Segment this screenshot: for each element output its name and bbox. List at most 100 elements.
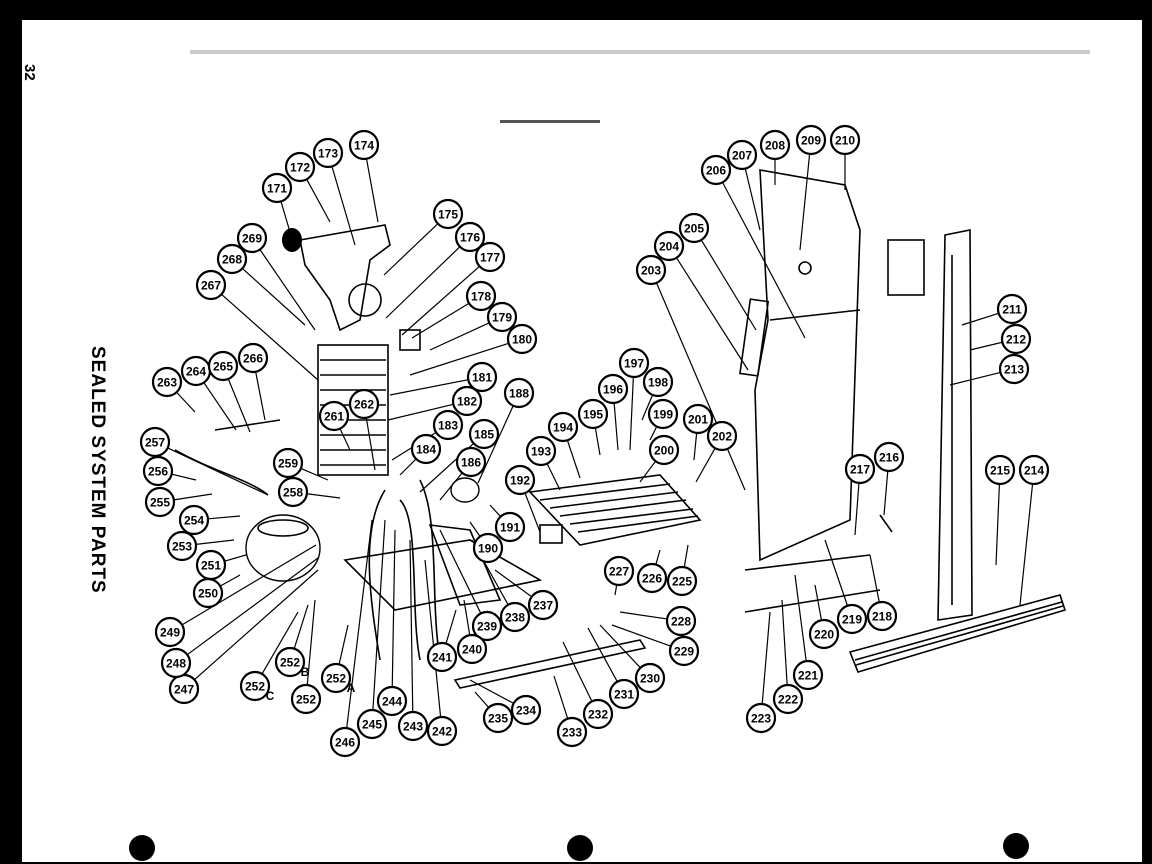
- callout-number: 248: [166, 657, 186, 671]
- leader-line-229: [611, 624, 672, 647]
- callout-number: 178: [471, 290, 491, 304]
- callout-circle: [635, 254, 667, 286]
- callout-circle: [506, 323, 538, 355]
- leader-line-217: [854, 482, 860, 536]
- callout-number: 241: [432, 651, 452, 665]
- leader-line-242: [424, 559, 442, 718]
- callout-number: 203: [641, 264, 661, 278]
- callout-175: 175: [432, 198, 464, 230]
- callout-208: 208: [759, 129, 791, 161]
- leader-line-265: [227, 378, 251, 433]
- callout-number: 258: [283, 486, 303, 500]
- callout-221: 221: [792, 659, 824, 691]
- callout-209: 209: [795, 124, 827, 156]
- callout-circle: [237, 342, 269, 374]
- callout-191: 191: [494, 511, 526, 543]
- leader-line-207: [744, 168, 761, 231]
- callout-173: 173: [312, 137, 344, 169]
- callout-number: 202: [712, 430, 732, 444]
- callout-250: 250: [192, 577, 224, 609]
- leader-line-247: [194, 569, 319, 681]
- callout-circle: [556, 716, 588, 748]
- callout-number: 199: [653, 408, 673, 422]
- leader-line-225: [683, 544, 689, 568]
- callout-237: 237: [527, 589, 559, 621]
- callout-231: 231: [608, 678, 640, 710]
- callout-226: 226: [636, 562, 668, 594]
- callout-number: 252: [296, 693, 316, 707]
- leader-line-257: [167, 447, 269, 496]
- callout-193: 193: [525, 435, 557, 467]
- callout-232: 232: [582, 698, 614, 730]
- callout-circle: [160, 647, 192, 679]
- callout-number: 225: [672, 575, 692, 589]
- callout-number: 194: [553, 421, 573, 435]
- leader-line-200: [639, 460, 657, 483]
- callout-253: 253: [166, 530, 198, 562]
- callout-circle: [836, 603, 868, 635]
- callout-circle: [795, 124, 827, 156]
- callout-number: 269: [242, 232, 262, 246]
- leader-line-255: [173, 493, 213, 501]
- callout-number: 267: [201, 279, 221, 293]
- callout-255: 255: [144, 486, 176, 518]
- callout-circle: [474, 241, 506, 273]
- callouts: 1711721731741751761771781791801811821831…: [139, 124, 1050, 758]
- callout-number: 215: [990, 464, 1010, 478]
- callout-267: 267: [195, 269, 227, 301]
- leader-line-261: [339, 428, 351, 451]
- callout-circle: [547, 411, 579, 443]
- callout-171: 171: [261, 172, 293, 204]
- callout-number: 250: [198, 587, 218, 601]
- leader-line-252C: [261, 611, 299, 675]
- callout-238: 238: [499, 601, 531, 633]
- callout-number: 266: [243, 352, 263, 366]
- callout-number: 195: [583, 408, 603, 422]
- callout-number: 185: [474, 428, 494, 442]
- callout-circle: [456, 633, 488, 665]
- callout-203: 203: [635, 254, 667, 286]
- callout-circle: [866, 600, 898, 632]
- callout-number: 176: [460, 231, 480, 245]
- leader-line-201: [693, 432, 698, 461]
- callout-number: 186: [461, 456, 481, 470]
- callout-number: 198: [648, 376, 668, 390]
- leader-line-209: [799, 153, 811, 251]
- callout-207: 207: [726, 139, 758, 171]
- callout-number: 234: [516, 704, 536, 718]
- callout-number: 257: [145, 436, 165, 450]
- toe-grille: [848, 594, 1067, 673]
- callout-185: 185: [468, 418, 500, 450]
- callout-number: 240: [462, 643, 482, 657]
- leader-line-186: [439, 472, 463, 501]
- callout-177: 177: [474, 241, 506, 273]
- leader-line-259: [300, 467, 329, 481]
- callout-number: 217: [850, 463, 870, 477]
- callout-216: 216: [873, 441, 905, 473]
- callout-number: 175: [438, 208, 458, 222]
- condenser-fan-motor: [450, 477, 480, 503]
- leader-line-174: [365, 158, 379, 223]
- leader-line-215: [995, 483, 1001, 566]
- callout-circle: [666, 565, 698, 597]
- callout-circle: [653, 230, 685, 262]
- callout-number: 227: [609, 565, 629, 579]
- callout-circle: [468, 418, 500, 450]
- callout-204: 204: [653, 230, 685, 262]
- callout-circle: [678, 212, 710, 244]
- leader-line-178: [411, 302, 470, 339]
- callout-number: 197: [624, 357, 644, 371]
- leader-line-196: [613, 402, 619, 451]
- callout-circle: [472, 532, 504, 564]
- callout-256: 256: [142, 455, 174, 487]
- callout-circle: [665, 605, 697, 637]
- leader-line-203: [655, 282, 746, 491]
- base-pan: [343, 539, 543, 611]
- callout-number: 254: [184, 514, 204, 528]
- part-drawings: [174, 169, 1067, 689]
- callout-194: 194: [547, 411, 579, 443]
- callout-suffix: A: [347, 681, 356, 695]
- callout-circle: [376, 685, 408, 717]
- callout-number: 233: [562, 726, 582, 740]
